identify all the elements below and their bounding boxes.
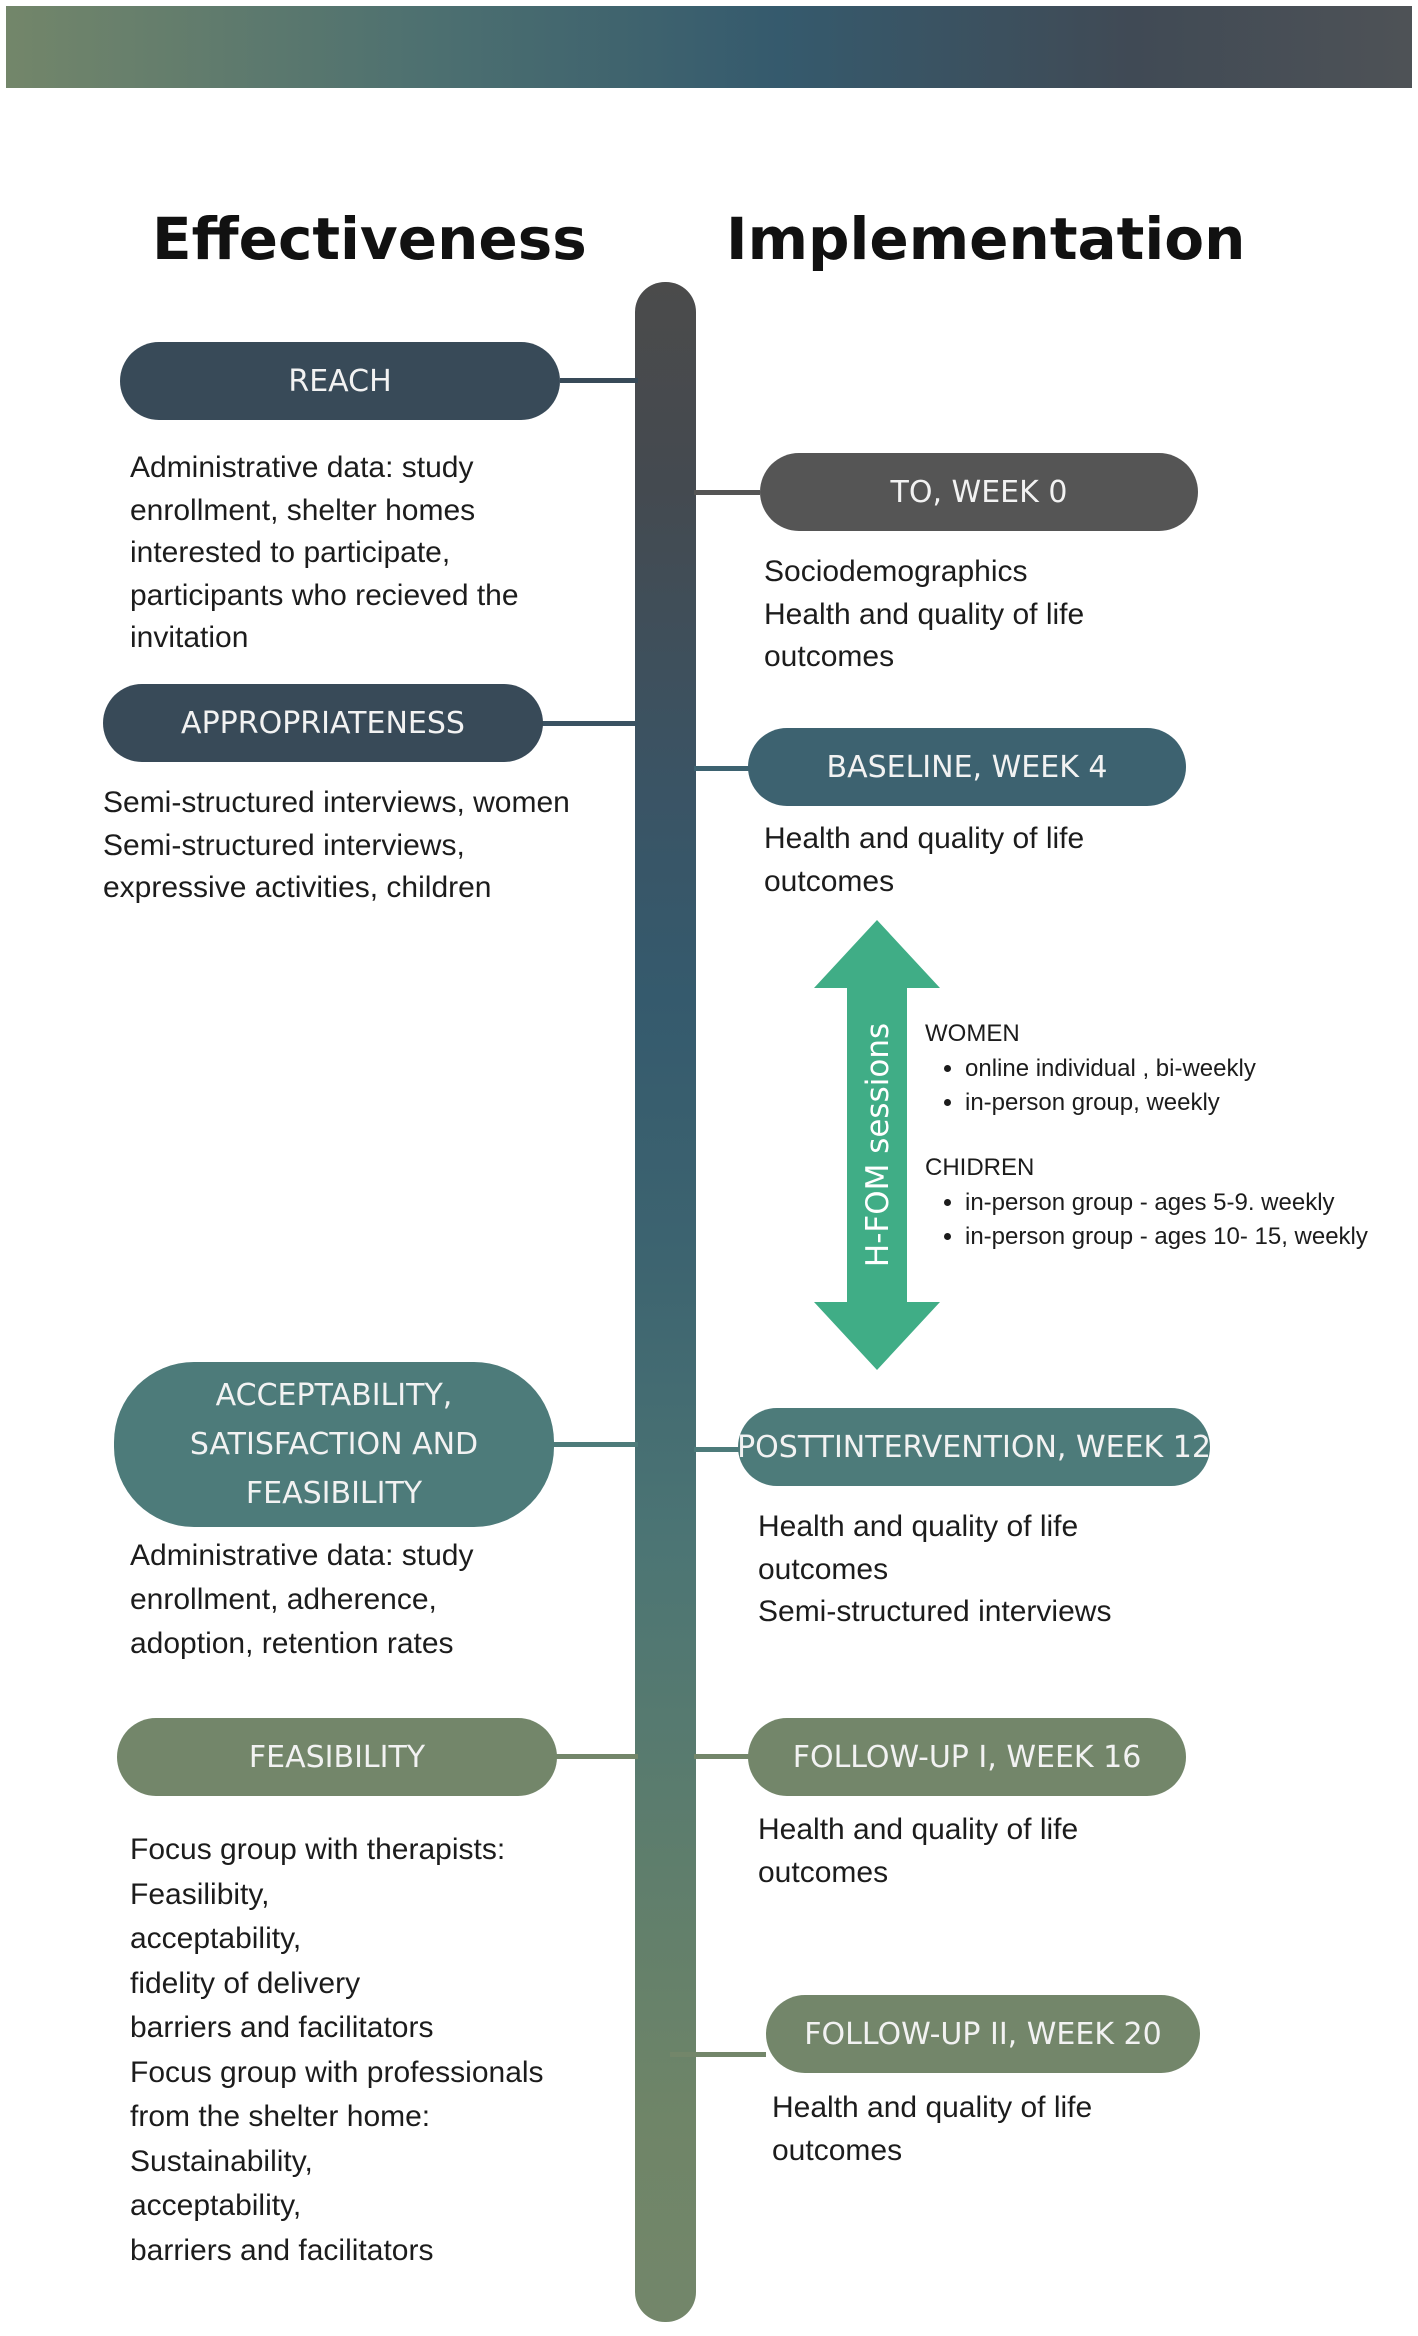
reach-line: invitation [130, 621, 249, 654]
reach-line: Administrative data: study [130, 451, 474, 484]
feasibility-line: from the shelter home: [130, 2100, 431, 2133]
double-arrow-icon [814, 920, 940, 1370]
feasibility-label-text: FEASIBILITY [248, 1739, 426, 1775]
list-item: in-person group, weekly [965, 1086, 1256, 1120]
connector-t0 [694, 490, 760, 495]
reach-label: REACH [120, 342, 560, 420]
appropriateness-line: Semi-structured interviews, [103, 828, 465, 862]
followup-2-line: Health and quality of life [772, 2091, 1093, 2124]
implementation-heading: Implementation [726, 205, 1246, 273]
followup-2-line: outcomes [772, 2133, 903, 2167]
acceptability-label-line: ACCEPTABILITY, [215, 1378, 453, 1413]
feasibility-line: acceptability, [130, 1922, 302, 1955]
acceptability-label-line: SATISFACTION AND [189, 1427, 479, 1462]
followup-1-label: FOLLOW-UP I, WEEK 16 [748, 1718, 1186, 1796]
acceptability-line: adoption, retention rates [130, 1627, 454, 1660]
appropriateness-description: Semi-structured interviews, women Semi-s… [103, 782, 570, 910]
appropriateness-label-text: APPROPRIATENESS [181, 705, 465, 741]
feasibility-line: Focus group with therapists: [130, 1833, 506, 1866]
post-intervention-line: Health and quality of life [758, 1510, 1079, 1543]
acceptability-line: Administrative data: study [130, 1539, 474, 1572]
list-item: in-person group - ages 5-9. weekly [965, 1186, 1368, 1220]
appropriateness-line: Semi-structured interviews, women [103, 786, 570, 819]
connector-followup-1 [694, 1754, 750, 1759]
feasibility-line: barriers and facilitators [130, 2011, 434, 2044]
acceptability-label: ACCEPTABILITY, SATISFACTION AND FEASIBIL… [114, 1362, 554, 1527]
children-sessions: CHIDREN in-person group - ages 5-9. week… [925, 1154, 1368, 1254]
list-item: in-person group - ages 10- 15, weekly [965, 1220, 1368, 1254]
acceptability-description: Administrative data: study enrollment, a… [130, 1534, 474, 1666]
reach-line: interested to participate, [130, 536, 451, 569]
followup-1-description: Health and quality of life outcomes [758, 1809, 1078, 1894]
baseline-line: outcomes [764, 864, 895, 898]
reach-description: Administrative data: study enrollment, s… [130, 447, 519, 660]
feasibility-line: Feasilibity, [130, 1877, 270, 1911]
followup-1-label-text: FOLLOW-UP I, WEEK 16 [792, 1739, 1142, 1775]
baseline-label: BASELINE, WEEK 4 [748, 728, 1186, 806]
women-sessions: WOMEN online individual , bi-weekly in-p… [925, 1020, 1256, 1120]
reach-line: participants who recieved the [130, 578, 519, 612]
children-heading: CHIDREN [925, 1154, 1035, 1181]
t0-label: TO, WEEK 0 [760, 453, 1198, 531]
effectiveness-heading: Effectiveness [152, 205, 587, 273]
baseline-line: Health and quality of life [764, 822, 1085, 855]
connector-feasibility [553, 1754, 638, 1759]
followup-2-description: Health and quality of life outcomes [772, 2087, 1092, 2172]
feasibility-line: barriers and facilitators [130, 2233, 434, 2267]
list-item: online individual , bi-weekly [965, 1052, 1256, 1086]
acceptability-label-line: FEASIBILITY [245, 1476, 423, 1511]
baseline-label-text: BASELINE, WEEK 4 [826, 749, 1108, 785]
reach-label-text: REACH [288, 363, 392, 399]
connector-followup-2 [670, 2052, 766, 2057]
connector-appropriateness [540, 721, 638, 726]
feasibility-line: fidelity of delivery [130, 1966, 361, 2000]
feasibility-label: FEASIBILITY [117, 1718, 557, 1796]
post-intervention-line: outcomes [758, 1552, 889, 1586]
t0-line: Health and quality of life [764, 597, 1085, 631]
women-heading: WOMEN [925, 1020, 1020, 1047]
acceptability-line: enrollment, adherence, [130, 1583, 437, 1616]
header-gradient-bar [6, 6, 1412, 88]
feasibility-line: Focus group with professionals [130, 2055, 544, 2089]
connector-post [694, 1447, 740, 1452]
feasibility-line: acceptability, [130, 2189, 302, 2222]
timeline-bar [635, 282, 696, 2322]
t0-line: outcomes [764, 640, 895, 673]
followup-1-line: outcomes [758, 1855, 889, 1889]
connector-baseline [694, 766, 750, 771]
followup-2-label: FOLLOW-UP II, WEEK 20 [766, 1995, 1200, 2073]
post-intervention-line: Semi-structured interviews [758, 1595, 1112, 1628]
reach-line: enrollment, shelter homes [130, 493, 476, 527]
appropriateness-line: expressive activities, children [103, 871, 492, 904]
followup-2-label-text: FOLLOW-UP II, WEEK 20 [804, 2016, 1162, 2052]
post-intervention-label-text: POSTTINTERVENTION, WEEK 12 [737, 1429, 1211, 1465]
followup-1-line: Health and quality of life [758, 1813, 1079, 1846]
feasibility-line: Sustainability, [130, 2144, 313, 2178]
appropriateness-label: APPROPRIATENESS [103, 684, 543, 762]
t0-line: Sociodemographics [764, 555, 1028, 588]
post-intervention-description: Health and quality of life outcomes Semi… [758, 1506, 1111, 1634]
baseline-description: Health and quality of life outcomes [764, 818, 1084, 903]
connector-reach [560, 378, 638, 383]
feasibility-description: Focus group with therapists: Feasilibity… [130, 1828, 544, 2273]
t0-label-text: TO, WEEK 0 [890, 474, 1068, 510]
h-fom-sessions-label: H-FOM sessions [860, 1022, 896, 1268]
post-intervention-label: POSTTINTERVENTION, WEEK 12 [737, 1408, 1211, 1486]
t0-description: Sociodemographics Health and quality of … [764, 551, 1084, 679]
connector-acceptability [552, 1442, 638, 1447]
